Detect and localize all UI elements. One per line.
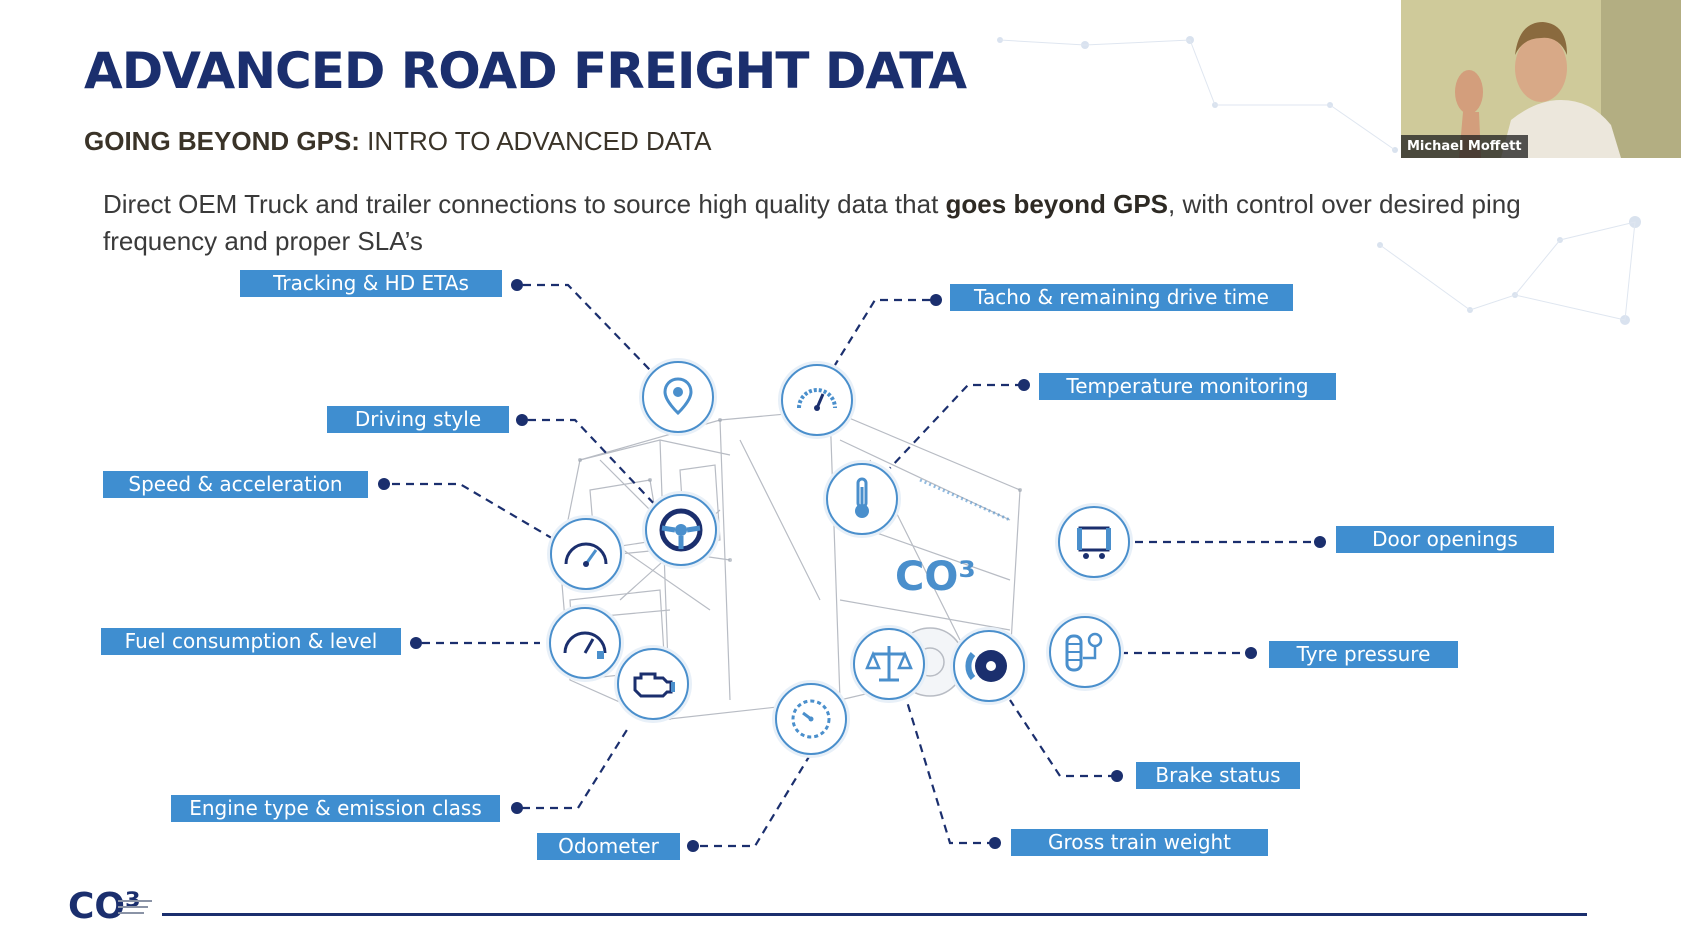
footer-logo: CO³	[68, 886, 152, 924]
endpoint-dot	[410, 637, 422, 649]
label-driving-style: Driving style	[327, 406, 509, 433]
label-fuel: Fuel consumption & level	[101, 628, 401, 655]
location-pin-icon	[642, 361, 714, 433]
brake-disc-icon	[953, 630, 1025, 702]
webcam-video[interactable]: Michael Moffett	[1401, 0, 1681, 158]
endpoint-dot	[1018, 379, 1030, 391]
footer-divider	[162, 913, 1587, 916]
label-tacho: Tacho & remaining drive time	[950, 284, 1293, 311]
endpoint-dot	[989, 837, 1001, 849]
subtitle-bold: GOING BEYOND GPS:	[84, 126, 360, 156]
label-tyre: Tyre pressure	[1269, 641, 1458, 668]
scale-icon	[853, 628, 925, 700]
label-weight: Gross train weight	[1011, 829, 1268, 856]
webcam-name-tag: Michael Moffett	[1401, 135, 1528, 158]
door-icon	[1058, 506, 1130, 578]
engine-icon	[617, 648, 689, 720]
endpoint-dot	[1111, 770, 1123, 782]
slide-description: Direct OEM Truck and trailer connections…	[103, 186, 1563, 260]
label-door: Door openings	[1336, 526, 1554, 553]
presenter-video	[1401, 0, 1681, 158]
thermometer-icon	[826, 463, 898, 535]
steering-wheel-icon	[645, 494, 717, 566]
label-speed: Speed & acceleration	[103, 471, 368, 498]
slide-title: ADVANCED ROAD FREIGHT DATA	[84, 42, 967, 100]
endpoint-dot	[687, 840, 699, 852]
label-odometer: Odometer	[537, 833, 680, 860]
endpoint-dot	[930, 294, 942, 306]
speedometer-icon	[550, 518, 622, 590]
description-pre: Direct OEM Truck and trailer connections…	[103, 189, 946, 219]
description-bold: goes beyond GPS	[945, 189, 1169, 219]
label-brake: Brake status	[1136, 762, 1300, 789]
slide-subtitle: GOING BEYOND GPS: INTRO TO ADVANCED DATA	[84, 126, 711, 157]
endpoint-dot	[1314, 536, 1326, 548]
label-engine: Engine type & emission class	[171, 795, 500, 822]
endpoint-dot	[1245, 647, 1257, 659]
tyre-pressure-icon	[1049, 616, 1121, 688]
tacho-gauge-icon	[781, 364, 853, 436]
endpoint-dot	[378, 478, 390, 490]
label-temperature: Temperature monitoring	[1039, 373, 1336, 400]
footer-logo-text: CO³	[68, 886, 141, 924]
endpoint-dot	[516, 414, 528, 426]
fuel-gauge-icon	[549, 607, 621, 679]
truck-logo: CO³	[895, 554, 976, 600]
description-post: , with control over desired ping frequen…	[103, 189, 1521, 256]
endpoint-dot	[511, 279, 523, 291]
endpoint-dot	[511, 802, 523, 814]
odometer-icon	[775, 683, 847, 755]
label-tracking: Tracking & HD ETAs	[240, 270, 502, 297]
subtitle-rest: INTRO TO ADVANCED DATA	[359, 126, 712, 156]
